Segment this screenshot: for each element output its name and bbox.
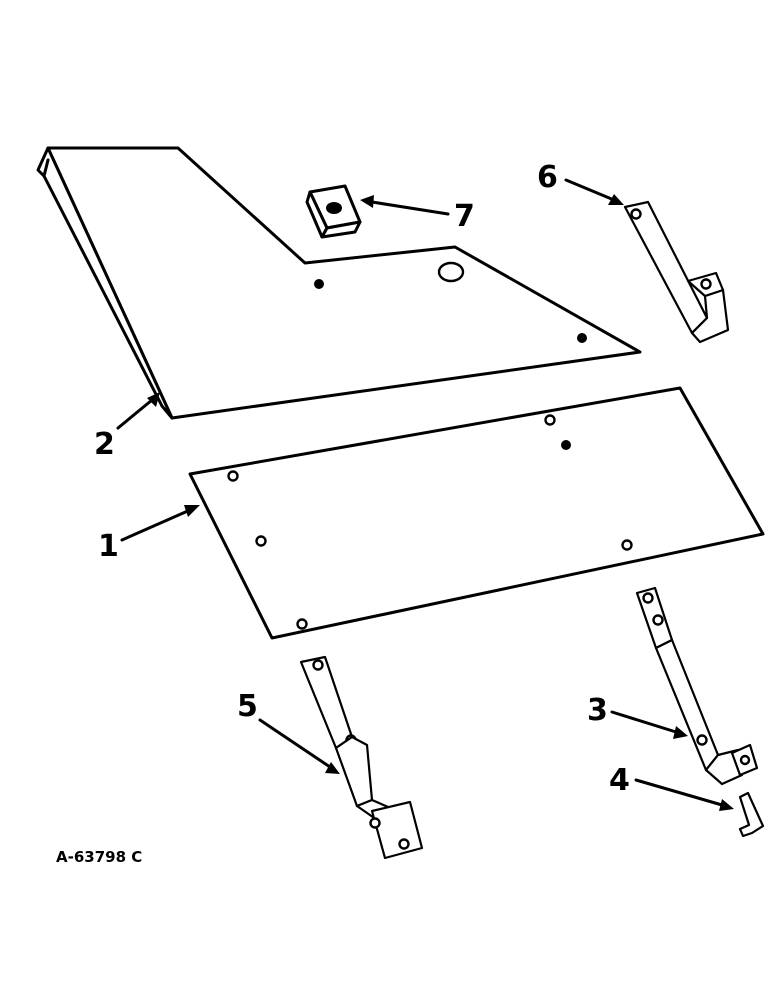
arrowhead-5 <box>325 762 340 774</box>
leader-4 <box>634 778 724 807</box>
part-7-square-nut <box>305 184 362 239</box>
plate-mounting-hole <box>544 414 556 426</box>
arrowhead-4 <box>719 799 734 811</box>
bracket-hole <box>398 838 410 850</box>
plate-mounting-hole <box>561 440 571 450</box>
leader-6 <box>564 178 616 202</box>
bracket-hole <box>739 754 751 766</box>
leader-2 <box>116 398 154 430</box>
part-2-shield <box>36 146 642 420</box>
callout-6: 6 <box>537 160 558 195</box>
arrowhead-2 <box>147 392 160 407</box>
bracket-hole <box>642 592 654 604</box>
callout-4: 4 <box>609 763 630 798</box>
bracket-hole <box>700 278 712 290</box>
plate-mounting-hole <box>621 539 633 551</box>
callout-1: 1 <box>98 529 119 564</box>
arrowhead-1 <box>184 505 200 517</box>
shield-mounting-hole <box>577 333 587 343</box>
plate-mounting-hole <box>296 618 308 630</box>
callout-7: 7 <box>454 199 475 234</box>
plate-mounting-hole <box>255 535 267 547</box>
callout-2: 2 <box>94 427 115 462</box>
leader-1 <box>120 508 192 542</box>
part-3-bracket <box>635 586 759 786</box>
leader-lines <box>116 178 734 811</box>
drawing-number: A-63798 C <box>56 848 142 866</box>
part-1-plate <box>188 386 765 640</box>
bracket-hole <box>652 614 664 626</box>
shield-mounting-hole <box>314 279 324 289</box>
bracket-hole <box>696 734 708 746</box>
bracket-hole <box>312 659 324 671</box>
part-5-bracket <box>299 655 424 860</box>
leader-3 <box>610 710 678 734</box>
bracket-hole <box>369 817 381 829</box>
callout-5: 5 <box>237 689 258 724</box>
nut-hole <box>326 202 342 214</box>
callout-3: 3 <box>587 693 608 728</box>
leader-5 <box>258 718 332 769</box>
arrowhead-3 <box>673 726 688 739</box>
bracket-hole <box>630 208 642 220</box>
shield-large-hole <box>437 261 465 283</box>
arrowhead-7 <box>360 195 374 208</box>
part-6-bracket <box>623 200 730 344</box>
arrowhead-6 <box>608 194 624 205</box>
leader-7 <box>370 200 450 216</box>
plate-mounting-hole <box>227 470 239 482</box>
part-4-pin <box>738 791 765 838</box>
